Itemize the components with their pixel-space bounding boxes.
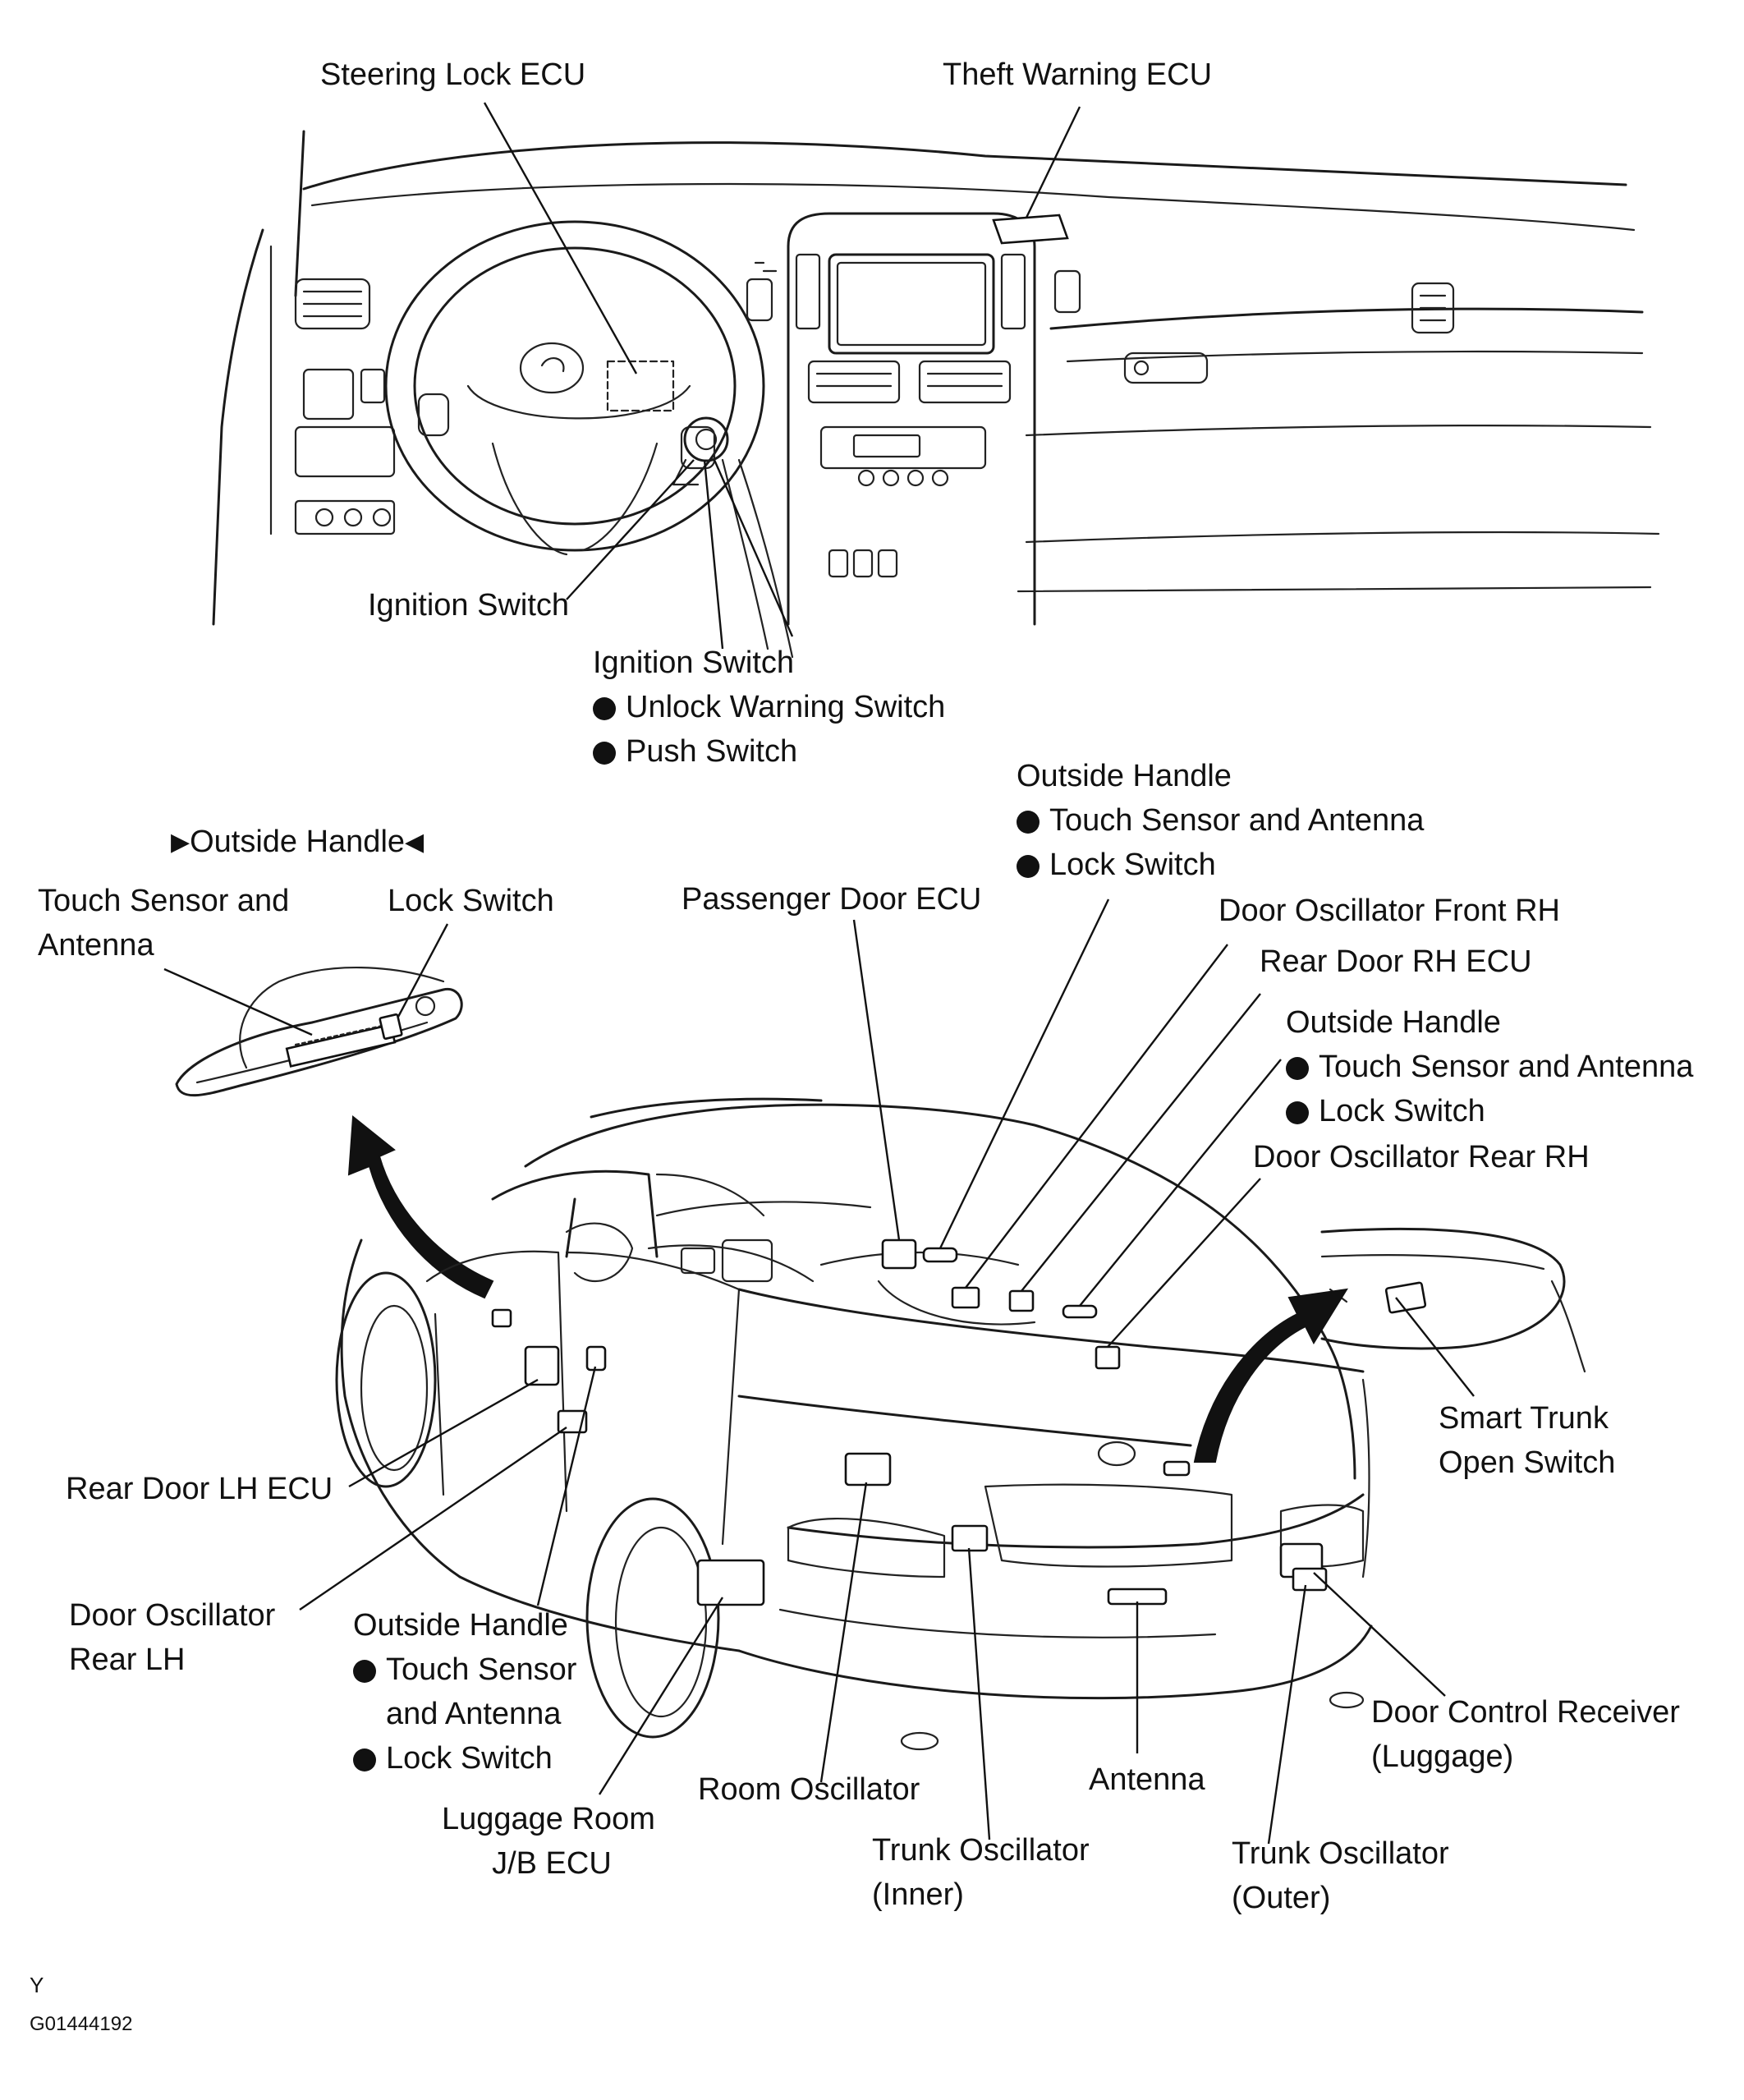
bullet-dot — [593, 742, 616, 765]
label-rear-door-rh-ecu: Rear Door RH ECU — [1260, 944, 1532, 979]
leader-lines — [163, 102, 1475, 1845]
ignition-switch-group-title: Ignition Switch — [593, 646, 795, 680]
label-outside-handle-front-rh: Outside Handle Touch Sensor and Antenna … — [1017, 754, 1424, 887]
car-body-illustration — [335, 1097, 1373, 1751]
label-luggage-room-jb-ecu: Luggage Room J/B ECU — [442, 1802, 655, 1881]
label-theft-warning-ecu: Theft Warning ECU — [943, 57, 1213, 92]
label-handle-touch-sensor: Touch Sensor and Antenna — [38, 884, 290, 963]
luggage-room-jb-ecu-part — [696, 1559, 765, 1606]
outside-handle-lh-part — [585, 1345, 607, 1372]
label-rear-door-lh-ecu: Rear Door LH ECU — [66, 1472, 333, 1506]
footer-figure-code: G01444192 — [30, 2013, 133, 2035]
outside-handle-front-rh-item: Lock Switch — [1017, 843, 1424, 887]
label-ignition-switch: Ignition Switch — [368, 588, 570, 623]
outside-handle-rear-rh-item: Touch Sensor and Antenna — [1286, 1045, 1693, 1089]
label-antenna: Antenna — [1089, 1762, 1205, 1797]
label-smart-trunk-open-switch: Smart Trunk Open Switch — [1439, 1401, 1616, 1480]
door-oscillator-rear-lh-part — [557, 1409, 588, 1434]
bullet-dot — [593, 697, 616, 720]
outside-handle-lh-item: Lock Switch — [353, 1736, 576, 1781]
passenger-door-ecu-part — [881, 1238, 917, 1270]
bullet-dot — [353, 1748, 376, 1771]
bullet-dot — [1017, 855, 1040, 878]
front-lh-handle-part — [491, 1308, 512, 1328]
bullet-dot — [1017, 811, 1040, 834]
rear-door-lh-ecu-part — [524, 1345, 560, 1386]
rear-rh-handle-part — [1062, 1304, 1098, 1319]
door-oscillator-front-rh-part — [951, 1286, 980, 1309]
outside-handle-front-rh-item: Touch Sensor and Antenna — [1017, 798, 1424, 843]
label-door-oscillator-front-rh: Door Oscillator Front RH — [1219, 894, 1560, 928]
label-passenger-door-ecu: Passenger Door ECU — [682, 882, 982, 917]
front-rh-handle-part — [922, 1247, 958, 1263]
ignition-switch-group-item: Unlock Warning Switch — [593, 685, 945, 729]
triangle-left-icon: ◀ — [405, 829, 425, 856]
label-door-oscillator-rear-lh: Door Oscillator Rear LH — [69, 1598, 276, 1677]
trunk-oscillator-outer-part — [1292, 1567, 1328, 1592]
ignition-switch-group-item: Push Switch — [593, 729, 945, 774]
part-markers — [491, 1238, 1328, 1606]
label-trunk-oscillator-inner: Trunk Oscillator (Inner) — [872, 1833, 1090, 1912]
label-steering-lock-ecu: Steering Lock ECU — [320, 57, 586, 92]
label-outside-handle-detail-title: ▶Outside Handle◀ — [171, 820, 424, 865]
door-oscillator-rear-rh-part — [1095, 1345, 1121, 1370]
label-outside-handle-rear-rh: Outside Handle Touch Sensor and Antenna … — [1286, 1000, 1693, 1133]
dashboard-illustration — [212, 130, 1660, 659]
label-trunk-oscillator-outer: Trunk Oscillator (Outer) — [1232, 1836, 1449, 1915]
label-room-oscillator: Room Oscillator — [698, 1772, 920, 1807]
label-door-oscillator-rear-rh: Door Oscillator Rear RH — [1253, 1140, 1590, 1174]
label-ignition-switch-group: Ignition Switch Unlock Warning Switch Pu… — [593, 641, 945, 774]
outside-handle-lh-item: Touch Sensor — [353, 1647, 576, 1692]
outside-handle-detail-illustration — [175, 966, 494, 1299]
smart-trunk-detail-illustration — [1193, 1227, 1586, 1463]
label-outside-handle-lh: Outside Handle Touch Sensor and Antenna … — [353, 1603, 576, 1781]
bullet-dot — [1286, 1101, 1309, 1124]
label-door-control-receiver: Door Control Receiver (Luggage) — [1371, 1695, 1680, 1774]
footer-mark: Y — [30, 1973, 44, 1997]
triangle-right-icon: ▶ — [171, 829, 190, 856]
room-oscillator-part — [844, 1452, 892, 1487]
trunk-oscillator-inner-part — [951, 1524, 989, 1552]
label-handle-lock-switch: Lock Switch — [388, 884, 554, 918]
bullet-dot — [353, 1660, 376, 1683]
rear-door-rh-ecu-part — [1008, 1289, 1035, 1312]
bullet-dot — [1286, 1057, 1309, 1080]
outside-handle-rear-rh-item: Lock Switch — [1286, 1089, 1693, 1133]
